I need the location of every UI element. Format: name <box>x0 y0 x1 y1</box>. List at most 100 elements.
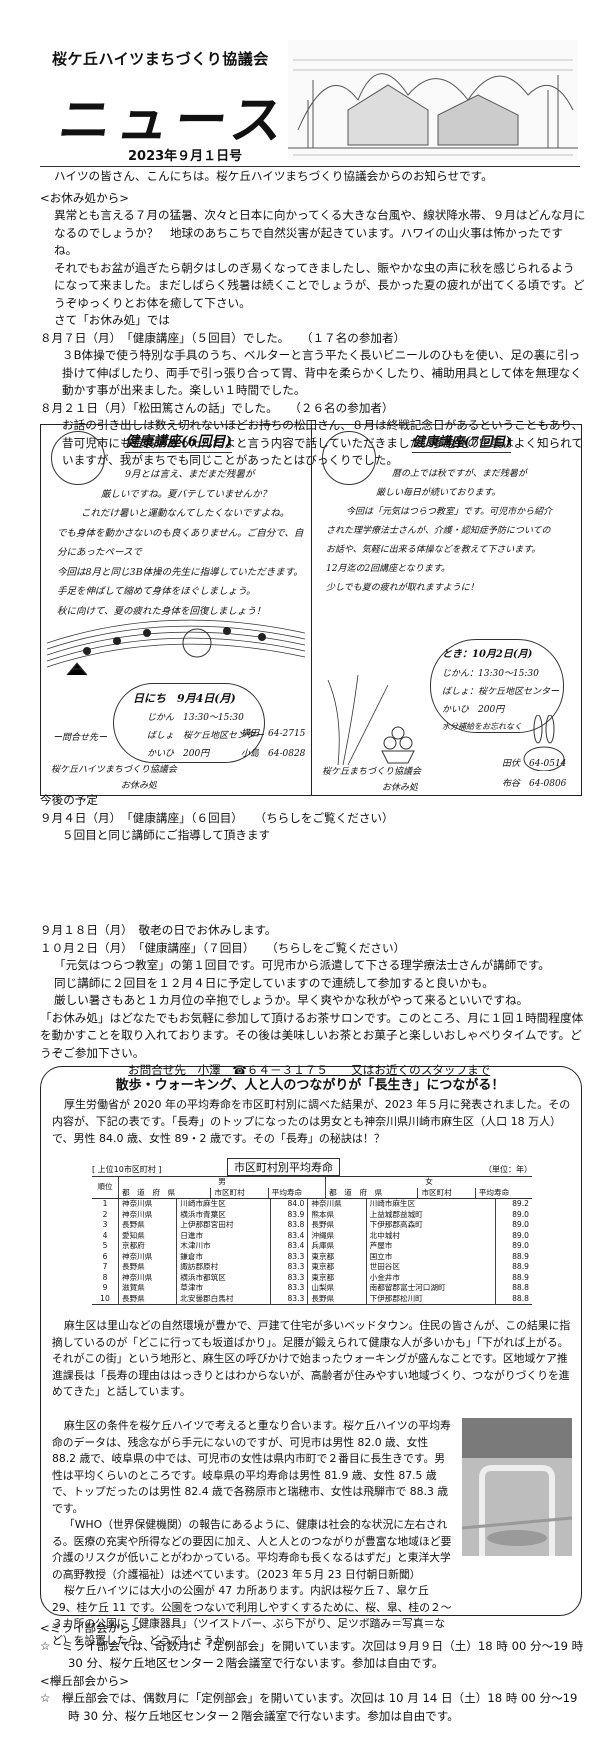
flyer-time: じかん：13:30〜15:30 <box>442 669 539 679</box>
table-cell: 89.0 <box>494 1230 532 1241</box>
table-cell: 長野県 <box>117 1220 177 1231</box>
flyer-right: 健康講座(7回目) 暦の上では秋ですが、まだ残暑が 厳しい毎日が続いております。… <box>311 425 582 795</box>
table-cell: 鎌倉市 <box>176 1251 271 1262</box>
table-cell: 沖縄県 <box>307 1230 367 1241</box>
schedule-paragraph: 「お休み処」はどなたでもお気軽に参加して頂けるお茶サロンです。このところ、月に１… <box>40 1010 584 1060</box>
table-cell: 上益城郡益城町 <box>365 1209 496 1220</box>
flyer-line: 暦の上では秋ですが、まだ残暑が <box>392 469 527 479</box>
table-cell: 神奈川県 <box>307 1199 367 1210</box>
table-cell: 89.0 <box>494 1220 532 1231</box>
table-cell: 83.3 <box>270 1283 308 1294</box>
flyer-line: 秋に向けて、夏の疲れた身体を回復しましょう！ <box>57 605 266 617</box>
table-cell: 神奈川県 <box>117 1251 177 1262</box>
flyer-contact: 横田 64-2715 <box>241 729 306 739</box>
table-header: 順位 男 女 都 道 府 県 市区町村 平均寿命 都 道 府 県 市区町村 平均… <box>92 1177 532 1198</box>
table-cell: 下伊那郡松川町 <box>365 1293 496 1305</box>
flyer-left: 健康講座(6回目) 9月とは言え、まだまだ残暑が 厳しいですね。夏バテしていませ… <box>41 425 311 795</box>
schedule-paragraph: 同じ講師に２回目を１２月４日に予定していますので連続して参加すると良いかも。 <box>54 975 494 990</box>
flyer-date: 日にち 9月4日(月) <box>133 692 236 705</box>
newsletter-title: ニュース <box>55 91 293 151</box>
col-life: 平均寿命 <box>267 1187 326 1198</box>
col-rank: 順位 <box>97 1182 113 1192</box>
table-cell: 神奈川県 <box>117 1209 177 1220</box>
life-expectancy-table: [ 上位10市区町村 ] 市区町村別平均寿命 （単位：年） 順位 男 女 都 道… <box>92 1158 532 1305</box>
flyer-place: ばしょ 桜ケ丘地区センター <box>147 731 265 741</box>
oyasumi-logo-icon <box>322 431 376 485</box>
table-cell: 下伊那郡高森町 <box>365 1220 496 1231</box>
table-cell: 愛知県 <box>117 1230 177 1241</box>
group-male: 男 <box>117 1177 326 1188</box>
oyasumi-paragraph: さて「お休み処」では <box>54 313 170 327</box>
flyer-contact-label: ー問合せ先ー <box>53 733 108 743</box>
flyer-time: じかん 13:30〜15:30 <box>147 713 244 723</box>
table-cell: 木津川市 <box>176 1241 271 1252</box>
table-cell: 諏訪郡原村 <box>176 1262 271 1273</box>
flyer-line: 12月迄の2回講座となります。 <box>326 564 451 574</box>
table-cell: 7 <box>102 1262 108 1271</box>
table-cell: 神奈川県 <box>117 1199 177 1210</box>
flyer-line: 少しでも夏の疲れが取れますように！ <box>326 583 479 593</box>
schedule-paragraph: 「元気はつらつ教室」の第１回目です。可児市から派遣して下さる理学療法士さんが講師… <box>54 958 550 972</box>
article-box <box>40 1066 582 1616</box>
table-cell: 横浜市青葉区 <box>176 1209 271 1220</box>
table-cell: 川崎市麻生区 <box>176 1199 271 1210</box>
flyer-date: とき：10月2日(月) <box>442 649 533 660</box>
oyasumi-paragraph: それでもお盆が過ぎたら朝夕はしのぎ易くなってきましたし、賑やかな虫の声に秋を感じ… <box>54 260 585 310</box>
event-heading: ８月２１日（月）「松田篤さんの話」でした。 （２６名の参加者） <box>40 400 394 415</box>
table-cell: 南都留郡富士河口湖町 <box>365 1283 496 1294</box>
table-cell: 3 <box>102 1220 108 1229</box>
flyer-line: 9月とは言え、まだまだ残暑が <box>125 469 255 480</box>
col-city: 市区町村 <box>417 1187 476 1198</box>
flyer-line: これだけ暑いと運動なんてしたくないですよね。 <box>81 508 290 519</box>
table-cell: 83.3 <box>270 1272 308 1283</box>
table-cell: 川崎市麻生区 <box>365 1199 496 1210</box>
table-cell: 83.3 <box>270 1262 308 1273</box>
table-cell: 長野県 <box>307 1293 367 1305</box>
article-body-2: 麻生区の条件を桜ケ丘ハイツで考えると重なり合います。桜ケ丘ハイツの平均寿命のデー… <box>52 1418 454 1649</box>
flyer-org-sub: お休み処 <box>121 781 158 791</box>
header-divider <box>40 166 580 167</box>
table-cell: 2 <box>102 1209 108 1219</box>
table-cell: 89.0 <box>494 1241 532 1252</box>
greeting: ハイツの皆さん、こんにちは。桜ケ丘ハイツまちづくり協議会からのお知らせです。 <box>54 169 493 183</box>
table-cell: 88.8 <box>494 1293 532 1305</box>
flyer-org: 桜ケ丘まちづくり協議会 <box>322 767 422 777</box>
flyer-line: 厳しいですね。夏バテしていませんか？ <box>101 488 272 500</box>
event-heading: ８月７日（月） 「健康講座」（５回目）でした。 （１７名の参加者） <box>40 330 406 345</box>
table-cell: 滋賀県 <box>117 1283 177 1294</box>
article-body: 麻生区は里山などの自然環境が豊かで、戸建て住宅が多いベッドタウン。住民の皆さんが… <box>52 1318 572 1401</box>
schedule-item: ９月１８日（月） 敬老の日でお休みします。 <box>40 923 277 937</box>
schedule-paragraph: 厳しい暑さもあと１カ月位の辛抱でしょうか。早く爽やかな秋がやって来るといいですね… <box>54 993 529 1007</box>
table-cell: 6 <box>102 1251 108 1261</box>
table-cell: 10 <box>100 1293 110 1303</box>
table-cell: 長野県 <box>307 1220 367 1231</box>
flyer-contact: 田伏 64-0514 <box>502 759 567 769</box>
flyer-title: 健康講座(7回目) <box>412 433 512 453</box>
flyer-line: 今回は8月と同じ3B体操の先生に指導していただきます。 <box>57 566 303 578</box>
schedule-note: ５回目と同じ講師にご指導して頂きます <box>62 828 271 842</box>
table-cell: 日進市 <box>176 1230 271 1241</box>
table-cell: 京都府 <box>117 1241 177 1252</box>
table-cell: 長野県 <box>117 1293 177 1305</box>
table-cell: 東京都 <box>307 1272 367 1283</box>
event-description: ３B体操で使う特別な手具のうち、ベルターと言う平たく長いビニールのひもを使い、足… <box>62 348 582 397</box>
article-paragraph: 厚生労働省が 2020 年の平均寿命を市区町村別に調べた結果が、2023 年５月… <box>52 1098 571 1145</box>
mirai-body: ☆ ミライ部会では、奇数月に「定例部会」を開いています。次回は９月９日（土）18… <box>40 1638 584 1671</box>
table-cell: 草津市 <box>176 1283 271 1294</box>
col-life: 平均寿命 <box>474 1187 532 1198</box>
schedule-item: ９月４日（月） 「健康講座」（６回目） （ちらしをご覧ください） <box>40 810 394 825</box>
col-city: 市区町村 <box>210 1187 269 1198</box>
flyer-line: 厳しい毎日が続いております。 <box>376 488 501 498</box>
music-staff-illustration <box>47 619 305 676</box>
table-cell: 長野県 <box>117 1262 177 1273</box>
article-paragraph: 桜ケ丘ハイツには大小の公園が 47 カ所あります。内訳は桜ケ丘７、皐ケ丘 29、… <box>52 1584 452 1647</box>
table-cell: 9 <box>102 1283 108 1292</box>
table-cell: 83.8 <box>270 1220 308 1231</box>
table-cell: 上伊那郡宮田村 <box>176 1220 271 1231</box>
table-title: 市区町村別平均寿命 <box>227 1158 340 1176</box>
flyer-org-sub: お休み処 <box>382 783 419 793</box>
organization-name: 桜ケ丘ハイツまちづくり協議会 <box>52 50 269 68</box>
